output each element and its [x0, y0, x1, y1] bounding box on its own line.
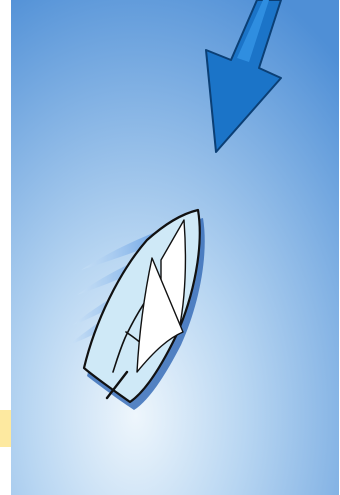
sailing-illustration [11, 0, 339, 495]
side-tab [0, 410, 11, 447]
